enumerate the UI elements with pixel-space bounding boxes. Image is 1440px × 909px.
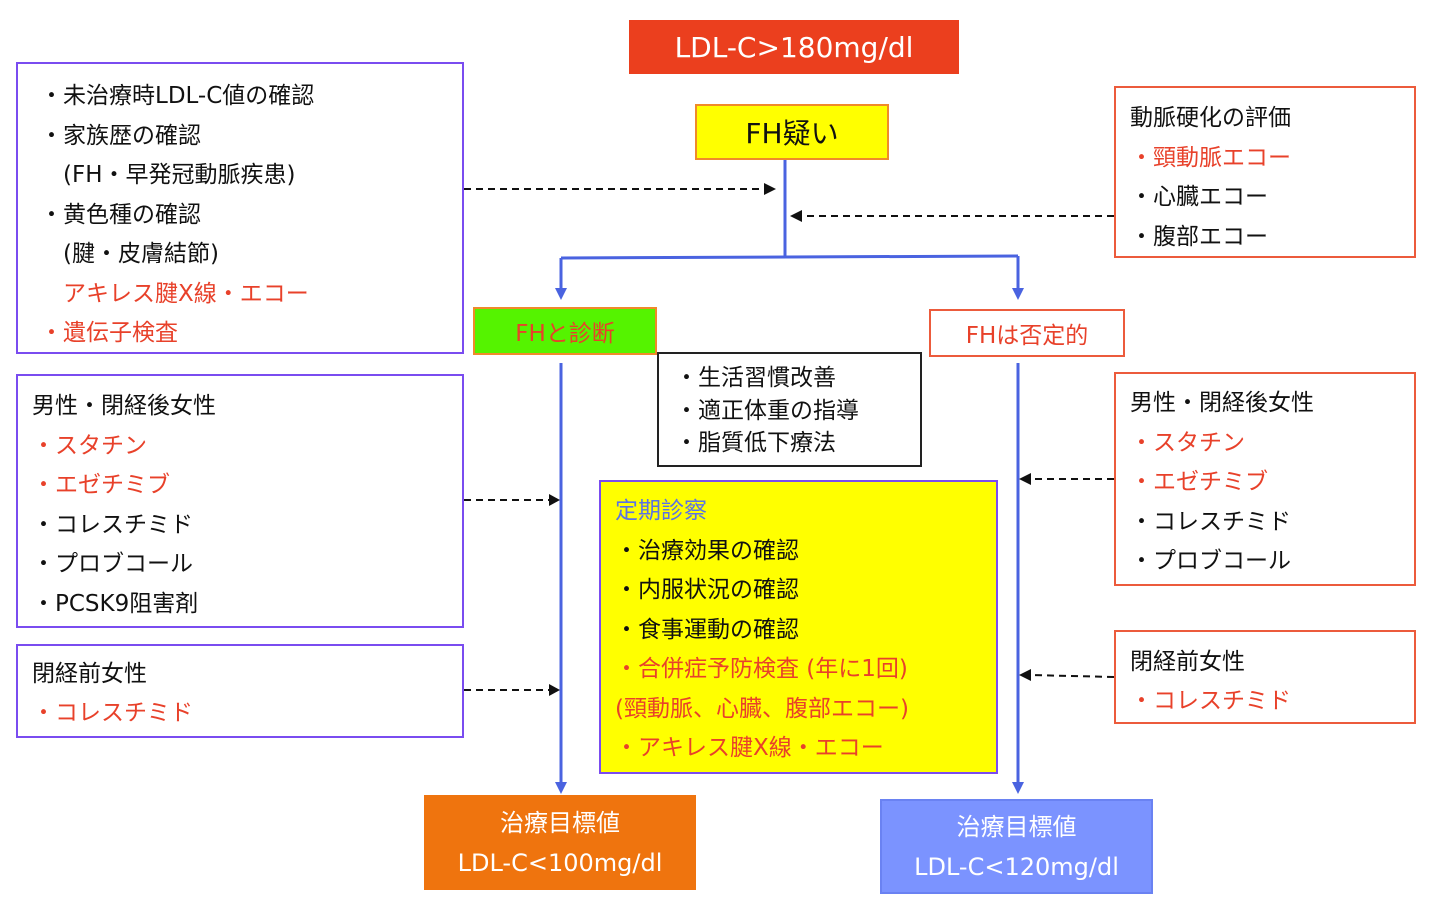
check-item: ・未治療時LDL-C値の確認	[40, 83, 315, 109]
lifestyle-item: ・適正体重の指導	[675, 397, 859, 424]
fh-suspected-label: FH疑い	[745, 117, 839, 150]
treatment-group-title: 閉経前女性	[32, 661, 147, 687]
atherosclerosis-eval-title: 動脈硬化の評価	[1130, 105, 1291, 131]
followup-item: ・アキレス腱X線・エコー	[615, 735, 884, 761]
drug-item: ・プロブコール	[32, 551, 193, 577]
left-treatment-premeno-box: 閉経前女性 ・コレスチミド	[16, 644, 464, 738]
treatment-group-title: 男性・閉経後女性	[32, 393, 216, 419]
followup-title: 定期診察	[615, 498, 707, 524]
treatment-group-title: 閉経前女性	[1130, 649, 1245, 675]
left-treatment-men-box: 男性・閉経後女性 ・スタチン ・エゼチミブ ・コレスチミド ・プロブコール ・P…	[16, 374, 464, 628]
lifestyle-item: ・脂質低下療法	[675, 430, 836, 456]
treatment-group-title: 男性・閉経後女性	[1130, 390, 1314, 416]
followup-box: 定期診察 ・治療効果の確認 ・内服状況の確認 ・食事運動の確認 ・合併症予防検査…	[599, 480, 998, 774]
goal-fh-box: 治療目標値 LDL-C<100mg/dl	[424, 795, 696, 890]
drug-item: ・コレスチミド	[1130, 508, 1291, 535]
lifestyle-item: ・生活習慣改善	[675, 365, 836, 391]
arrowhead-right-premeno	[1019, 669, 1031, 681]
criterion-label: LDL-C>180mg/dl	[674, 30, 914, 64]
followup-item: ・食事運動の確認	[615, 616, 799, 643]
arrowhead-left-men	[549, 494, 560, 506]
flow-line-split	[560, 254, 1019, 260]
check-item-highlight: ・遺伝子検査	[40, 320, 178, 346]
followup-item: ・治療効果の確認	[615, 537, 799, 564]
arrowhead-to-negative	[1012, 288, 1024, 300]
dashed-connector-right-premeno	[1029, 674, 1115, 678]
check-item-detail: (FH・早発冠動脈疾患)	[40, 162, 296, 188]
fh-negative-label: FHは否定的	[965, 323, 1089, 349]
drug-item: ・スタチン	[1130, 429, 1245, 456]
right-treatment-premeno-box: 閉経前女性 ・コレスチミド	[1114, 630, 1416, 724]
arrowhead-to-diagnosed	[555, 288, 567, 300]
fh-negative-box: FHは否定的	[929, 309, 1125, 357]
arrowhead-to-goal-fh	[555, 782, 567, 794]
lifestyle-box: ・生活習慣改善 ・適正体重の指導 ・脂質低下療法	[657, 352, 922, 467]
arrowhead-to-goal-non-fh	[1012, 782, 1024, 794]
drug-item: ・コレスチミド	[32, 700, 193, 726]
arrowhead-left-premeno	[549, 684, 560, 696]
goal-non-fh-box: 治療目標値 LDL-C<120mg/dl	[880, 799, 1153, 894]
followup-item: ・内服状況の確認	[615, 577, 799, 603]
atherosclerosis-eval-box: 動脈硬化の評価 ・頸動脈エコー ・心臓エコー ・腹部エコー	[1114, 86, 1416, 258]
right-treatment-men-box: 男性・閉経後女性 ・スタチン ・エゼチミブ ・コレスチミド ・プロブコール	[1114, 372, 1416, 586]
eval-item: ・頸動脈エコー	[1130, 144, 1291, 171]
drug-item: ・コレスチミド	[1130, 688, 1291, 714]
followup-item-detail: (頸動脈、心臓、腹部エコー)	[615, 695, 909, 722]
check-item-detail: (腱・皮膚結節)	[40, 241, 219, 267]
followup-item: ・合併症予防検査 (年に1回)	[615, 656, 908, 682]
fh-diagnosed-box: FHと診断	[473, 307, 657, 355]
goal-fh-title: 治療目標値	[500, 808, 620, 837]
goal-non-fh-value: LDL-C<120mg/dl	[914, 852, 1119, 881]
criterion-box: LDL-C>180mg/dl	[629, 20, 959, 74]
drug-item: ・エゼチミブ	[1130, 469, 1268, 495]
goal-non-fh-title: 治療目標値	[956, 812, 1077, 841]
arrowhead-checks	[764, 183, 776, 195]
drug-item: ・コレスチミド	[32, 511, 193, 538]
diagnosis-checks-box: ・未治療時LDL-C値の確認 ・家族歴の確認 (FH・早発冠動脈疾患) ・黄色種…	[16, 62, 464, 354]
drug-item: ・PCSK9阻害剤	[32, 590, 199, 617]
arrowhead-atherosclerosis	[790, 210, 802, 222]
check-item-detail-highlight: アキレス腱X線・エコー	[40, 280, 309, 307]
drug-item: ・スタチン	[32, 432, 147, 459]
check-item: ・家族歴の確認	[40, 122, 201, 149]
fh-suspected-box: FH疑い	[695, 104, 889, 160]
arrowhead-right-men	[1019, 473, 1031, 485]
fh-diagnosed-label: FHと診断	[515, 321, 615, 347]
eval-item: ・腹部エコー	[1130, 223, 1268, 250]
goal-fh-value: LDL-C<100mg/dl	[457, 848, 663, 877]
drug-item: ・プロブコール	[1130, 548, 1291, 574]
check-item: ・黄色種の確認	[40, 201, 201, 228]
eval-item: ・心臓エコー	[1130, 184, 1268, 210]
drug-item: ・エゼチミブ	[32, 472, 170, 498]
